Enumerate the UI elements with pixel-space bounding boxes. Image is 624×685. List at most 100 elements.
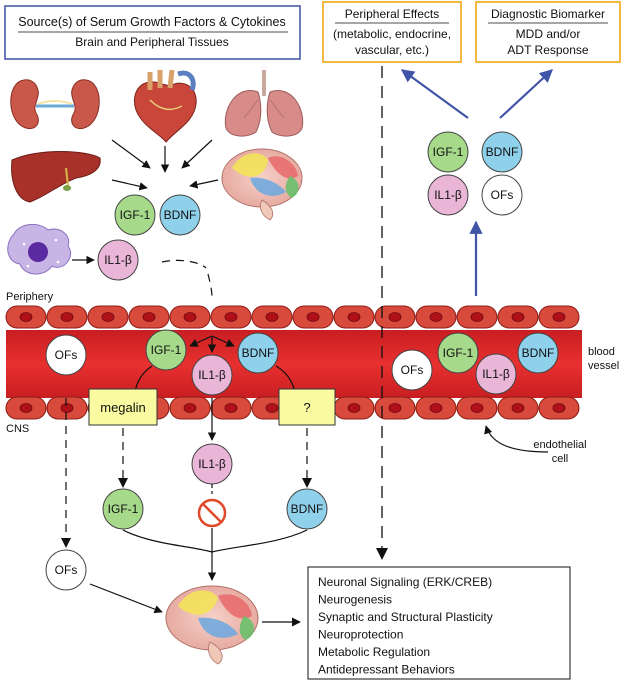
endothelial-label-2: cell — [552, 453, 569, 465]
blocked-icon — [197, 498, 227, 528]
endothelial-nucleus — [19, 312, 33, 322]
biomarker-title: Diagnostic Biomarker — [491, 7, 605, 21]
endothelial-nucleus — [552, 312, 566, 322]
peripheral-dashed-arrowhead — [376, 548, 388, 560]
endothelial-nucleus — [142, 312, 156, 322]
bdnf-label: BDNF — [522, 346, 555, 360]
outcome-item: Metabolic Regulation — [318, 645, 430, 659]
outcome-item: Synaptic and Structural Plasticity — [318, 610, 493, 624]
blood-vessel-label-2: vessel — [588, 360, 619, 372]
ofs-circle-vessel-left: OFs — [45, 334, 87, 376]
bdnf-circle-vessel-right: BDNF — [517, 332, 559, 374]
igf1-label: IGF-1 — [108, 502, 139, 516]
endothelial-nucleus — [511, 312, 525, 322]
igf1-circle-cns: IGF-1 — [102, 488, 144, 530]
igf1-label: IGF-1 — [443, 346, 474, 360]
endothelial-nucleus — [60, 403, 74, 413]
ofs-circle-biomarker: OFs — [481, 174, 523, 216]
endothelial-row-top — [5, 305, 580, 329]
il1b-circle-vessel-right: IL1-β — [475, 353, 517, 395]
bdnf-circle-source: BDNF — [159, 194, 201, 236]
endothelial-pointer-arrow — [484, 425, 549, 453]
bdnf-circle-biomarker: BDNF — [481, 131, 523, 173]
ofs-circle-vessel-right: OFs — [391, 349, 433, 391]
endothelial-nucleus — [306, 312, 320, 322]
il1b-label: IL1-β — [434, 188, 462, 202]
converge-lines — [89, 528, 308, 614]
outcome-item: Neurogenesis — [318, 593, 392, 607]
ofs-circle-cns: OFs — [45, 549, 87, 591]
il1b-circle-biomarker: IL1-β — [427, 174, 469, 216]
bdnf-label: BDNF — [242, 346, 275, 360]
endothelial-nucleus — [388, 403, 402, 413]
cns-dashed-arrows — [65, 398, 308, 540]
bdnf-circle-vessel-left: BDNF — [237, 332, 279, 374]
endothelial-nucleus — [19, 403, 33, 413]
liver-icon — [11, 151, 101, 203]
megalin-label: megalin — [100, 400, 146, 415]
endothelial-nucleus — [388, 312, 402, 322]
ofs-label: OFs — [55, 563, 78, 577]
periphery-label: Periphery — [6, 291, 54, 303]
brain-icon — [221, 148, 303, 221]
endothelial-nucleus — [511, 403, 525, 413]
sources-box: Source(s) of Serum Growth Factors & Cyto… — [4, 5, 301, 60]
il1b-circle-source: IL1-β — [97, 239, 139, 281]
peripheral-effects-box: Peripheral Effects (metabolic, endocrine… — [322, 1, 462, 63]
outcomes-box: Neuronal Signaling (ERK/CREB) Neurogenesi… — [307, 566, 571, 680]
bdnf-label: BDNF — [486, 145, 519, 159]
biomarker-box: Diagnostic Biomarker MDD and/or ADT Resp… — [475, 1, 621, 63]
il1b-label: IL1-β — [198, 368, 226, 382]
blue-arrows — [400, 69, 553, 296]
peripheral-effects-line2: vascular, etc.) — [355, 43, 429, 57]
bdnf-label: BDNF — [291, 502, 324, 516]
endothelial-nucleus — [347, 312, 361, 322]
brain-icon — [165, 585, 259, 665]
peripheral-effects-line1: (metabolic, endocrine, — [333, 27, 451, 41]
endothelial-nucleus — [224, 403, 238, 413]
endothelial-nucleus — [470, 312, 484, 322]
sources-subtitle: Brain and Peripheral Tissues — [75, 35, 228, 49]
sources-title: Source(s) of Serum Growth Factors & Cyto… — [18, 15, 285, 29]
endothelial-nucleus — [60, 312, 74, 322]
unknown-transporter-label: ? — [303, 400, 310, 415]
outcomes-list: Neuronal Signaling (ERK/CREB) Neurogenesi… — [318, 575, 493, 677]
ofs-label: OFs — [491, 188, 514, 202]
ofs-label: OFs — [55, 348, 78, 362]
cns-label: CNS — [6, 423, 29, 435]
il1b-circle-cns: IL1-β — [191, 443, 233, 485]
igf1-circle-vessel-right: IGF-1 — [437, 332, 479, 374]
outcome-item: Neuronal Signaling (ERK/CREB) — [318, 575, 492, 589]
outcome-item: Neuroprotection — [318, 628, 403, 642]
endothelial-nucleus — [183, 403, 197, 413]
bdnf-label: BDNF — [164, 208, 197, 222]
endothelial-nucleus — [429, 403, 443, 413]
endothelial-nucleus — [265, 312, 279, 322]
bdnf-circle-cns: BDNF — [286, 488, 328, 530]
peripheral-effects-title: Peripheral Effects — [345, 7, 440, 21]
igf1-circle-vessel-left: IGF-1 — [145, 329, 187, 371]
kidneys-icon — [10, 79, 100, 130]
endothelial-nucleus — [224, 312, 238, 322]
il1b-label: IL1-β — [198, 457, 226, 471]
endothelial-nucleus — [347, 403, 361, 413]
megalin-transporter: megalin — [88, 388, 158, 426]
endothelial-nucleus — [429, 312, 443, 322]
il1b-label: IL1-β — [104, 253, 132, 267]
unknown-transporter: ? — [278, 388, 336, 426]
lungs-icon — [224, 70, 304, 137]
endothelial-nucleus — [265, 403, 279, 413]
endothelial-nucleus — [101, 312, 115, 322]
il1b-label: IL1-β — [482, 367, 510, 381]
biomarker-line1: MDD and/or — [516, 27, 581, 41]
igf1-circle-source: IGF-1 — [114, 194, 156, 236]
igf1-circle-biomarker: IGF-1 — [427, 131, 469, 173]
igf1-label: IGF-1 — [120, 208, 151, 222]
blood-vessel-label-1: blood — [588, 346, 615, 358]
igf1-label: IGF-1 — [151, 343, 182, 357]
biomarker-line2: ADT Response — [507, 43, 588, 57]
immune-cell-icon — [7, 224, 72, 275]
endothelial-nucleus — [470, 403, 484, 413]
